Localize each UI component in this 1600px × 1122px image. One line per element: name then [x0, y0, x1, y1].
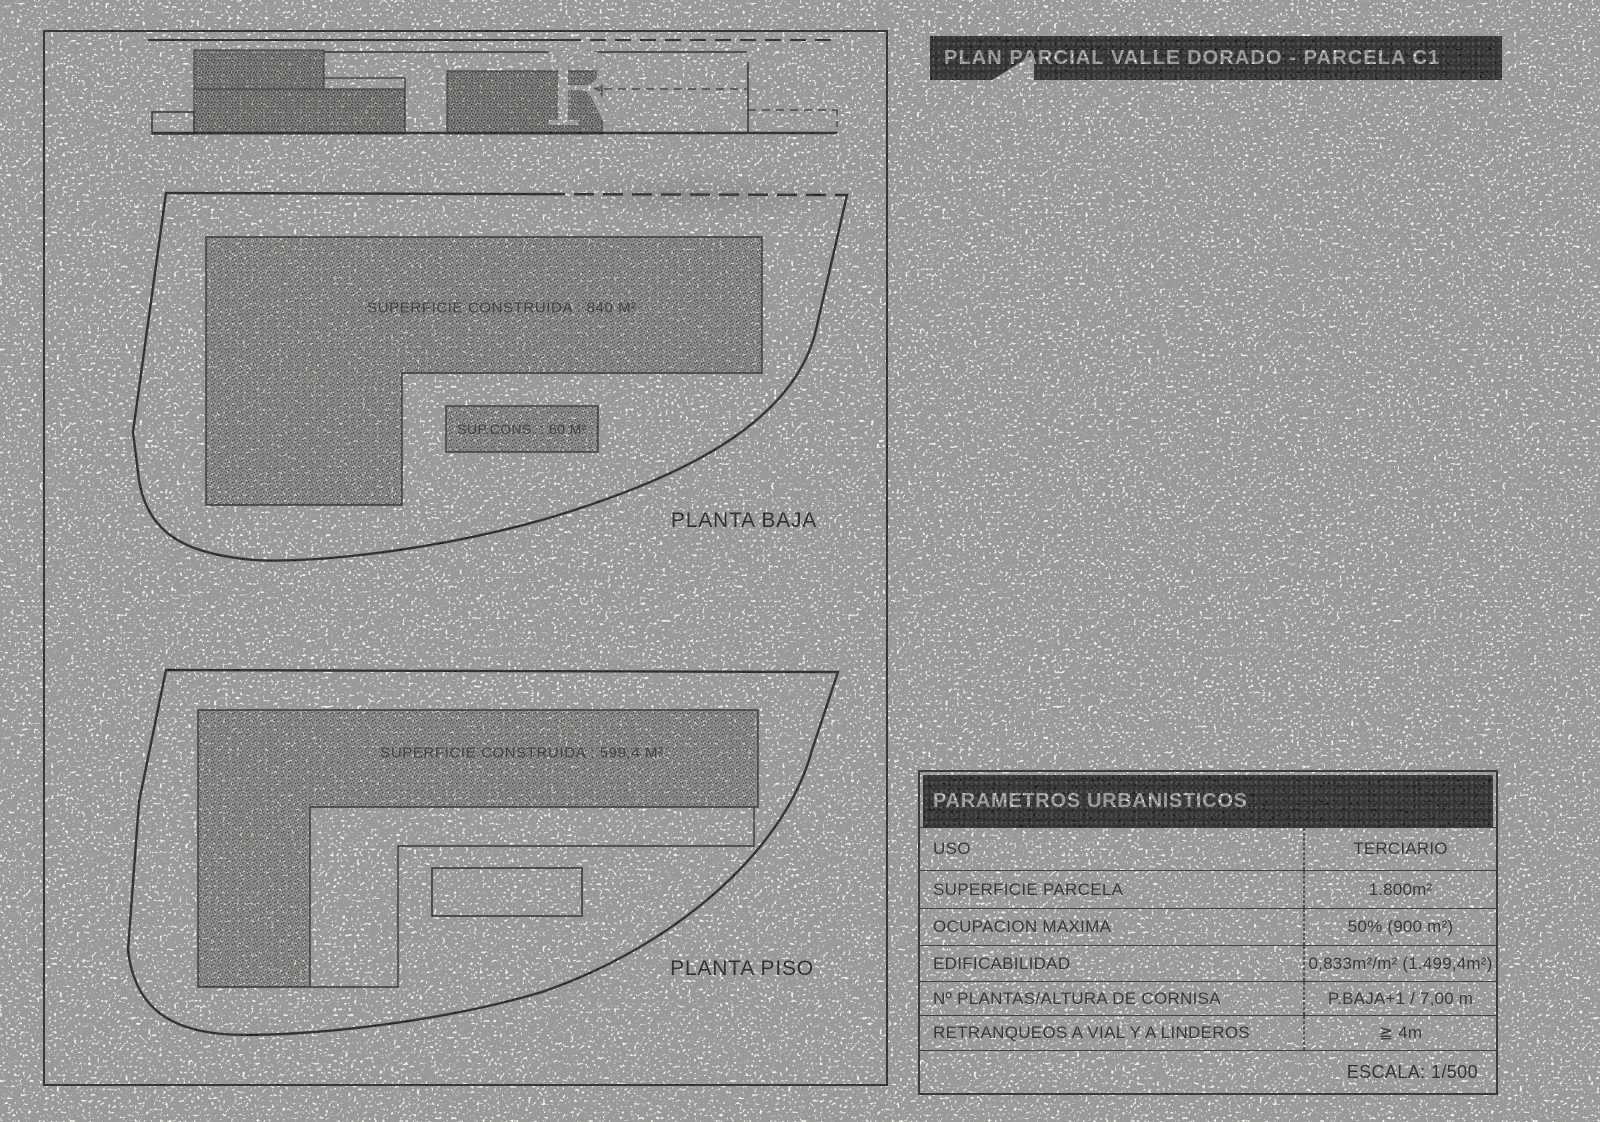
- planta-baja-plan: [131, 191, 849, 562]
- row-label: Nº PLANTAS/ALTURA DE CORNISA: [920, 982, 1304, 1015]
- planta-baja-annex-label: SUP.CONS. : 60 M²: [457, 421, 587, 437]
- row-label: EDIFICABILIDAD: [920, 946, 1304, 981]
- scale-label: ESCALA: 1/500: [920, 1050, 1496, 1093]
- row-value: TERCIARIO: [1304, 828, 1496, 870]
- row-value: 1.800m²: [1304, 871, 1496, 908]
- sheet-title-bar: PLAN PARCIAL VALLE DORADO - PARCELA C1: [930, 36, 1502, 80]
- row-label: USO: [920, 828, 1304, 870]
- row-value: ≧ 4m: [1304, 1016, 1496, 1050]
- planta-baja-area-label: SUPERFICIE CONSTRUIDA : 840 M²: [367, 299, 637, 317]
- table-row: SUPERFICIE PARCELA 1.800m²: [920, 870, 1496, 908]
- parameters-table-header: PARAMETROS URBANISTICOS: [923, 775, 1493, 827]
- row-label: OCUPACION MAXIMA: [920, 909, 1304, 945]
- table-row: EDIFICABILIDAD 0,833m²/m² (1.499,4m²): [920, 945, 1496, 981]
- row-label: SUPERFICIE PARCELA: [920, 871, 1304, 908]
- row-value: 50% (900 m²): [1304, 909, 1496, 945]
- planta-piso-title: PLANTA PISO: [670, 957, 814, 980]
- row-value: 0,833m²/m² (1.499,4m²): [1304, 946, 1496, 981]
- table-row: RETRANQUEOS A VIAL Y A LINDEROS ≧ 4m: [920, 1015, 1496, 1050]
- parameters-table-title: PARAMETROS URBANISTICOS: [933, 789, 1248, 812]
- scan-smudge: [545, 172, 855, 220]
- watermark-letter: R: [543, 31, 620, 150]
- table-row: USO TERCIARIO: [920, 827, 1496, 870]
- table-row: OCUPACION MAXIMA 50% (900 m²): [920, 908, 1496, 945]
- drawing-panel: R SUPERFICIE CONSTRUIDA : 840 M² SUP.CON…: [43, 30, 888, 1086]
- row-label: RETRANQUEOS A VIAL Y A LINDEROS: [920, 1016, 1304, 1050]
- planta-baja-title: PLANTA BAJA: [670, 509, 818, 532]
- row-value: P.BAJA+1 / 7,00 m: [1304, 982, 1496, 1015]
- table-row: Nº PLANTAS/ALTURA DE CORNISA P.BAJA+1 / …: [920, 981, 1496, 1015]
- planta-piso-area-label: SUPERFICIE CONSTRUIDA : 599,4 M²: [380, 744, 664, 762]
- elevation-drawing: [148, 39, 838, 135]
- parameters-table: PARAMETROS URBANISTICOS USO TERCIARIO SU…: [918, 770, 1498, 1095]
